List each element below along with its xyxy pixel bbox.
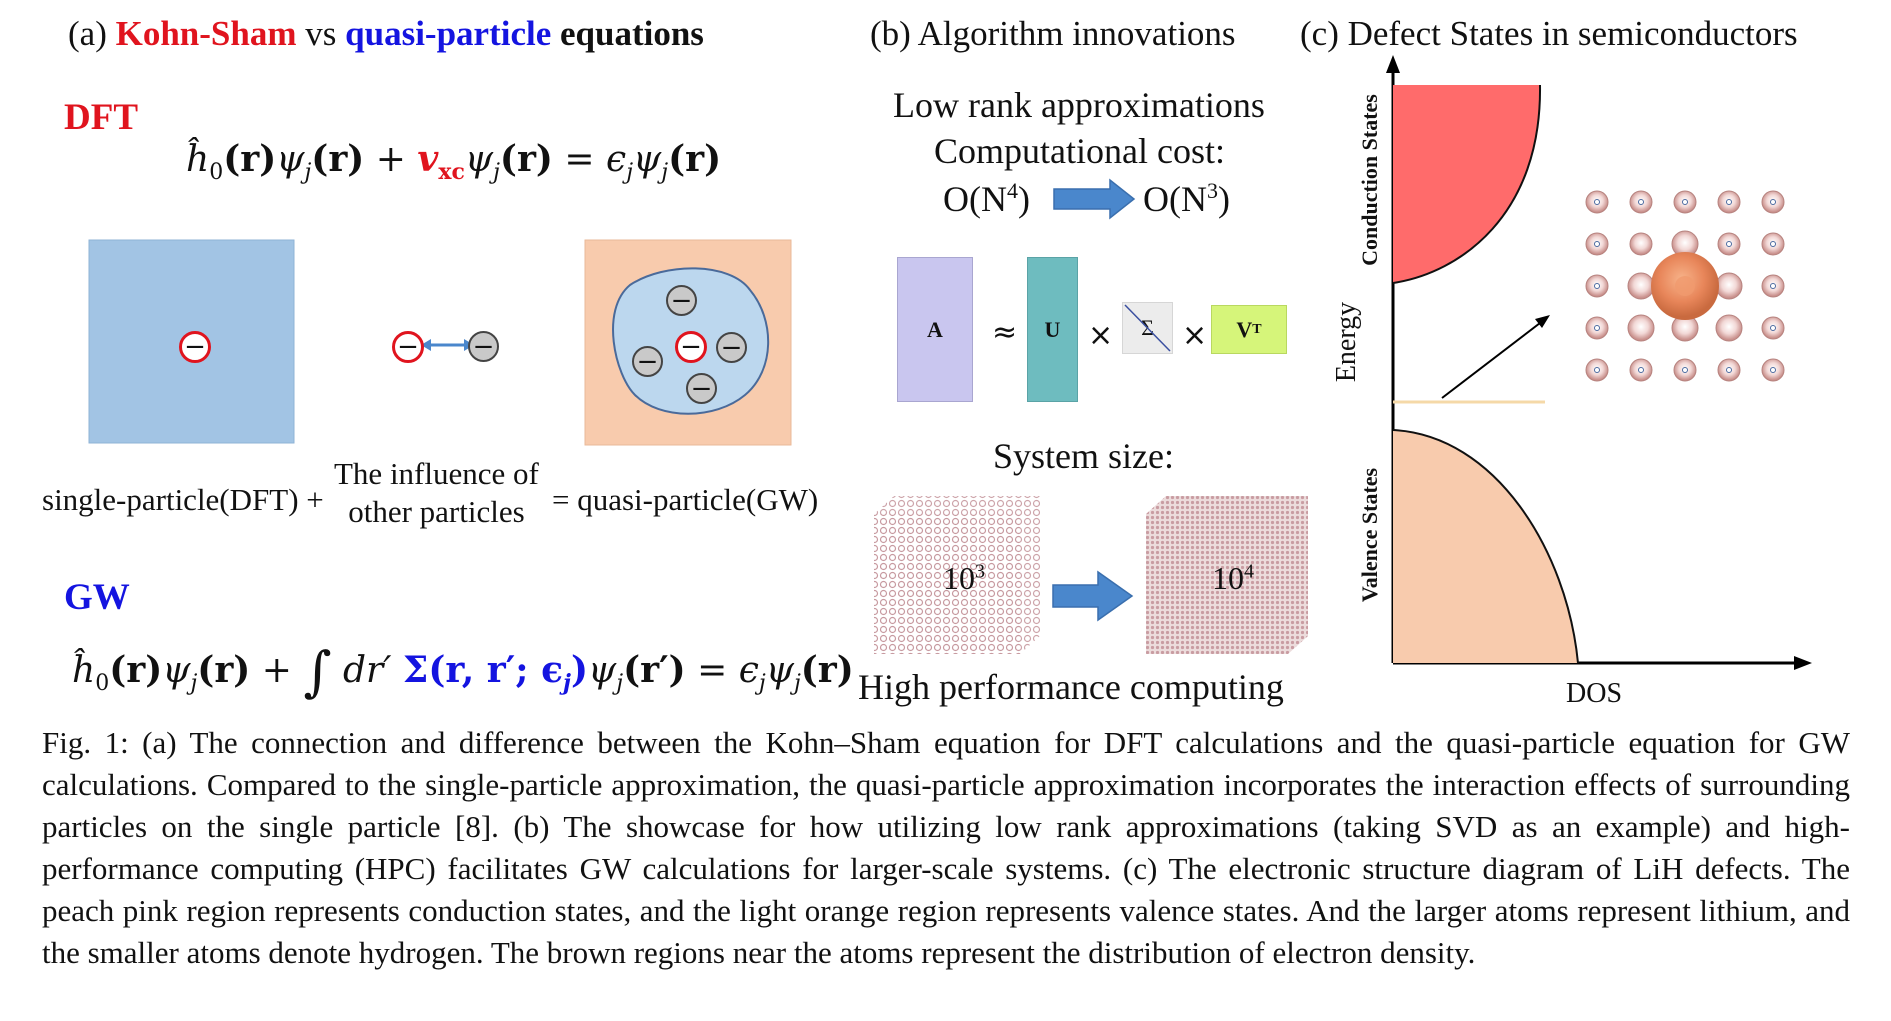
- figure-caption: Fig. 1: (a) The connection and differenc…: [42, 725, 1850, 970]
- panel-a-title: (a) Kohn-Sham vs quasi-particle equation…: [68, 14, 704, 53]
- cost-to: O(N3): [1143, 178, 1230, 219]
- gw-equation: ĥ0(r)ψj(r) + ∫ dr′ Σ(r, r′; ϵj)ψj(r′) = …: [72, 640, 854, 703]
- single-particle-text: single-particle(DFT) +: [42, 482, 324, 517]
- large-system-cube: [1146, 496, 1308, 654]
- cost-label: Computational cost:: [934, 131, 1225, 171]
- electron-icon: −: [392, 331, 424, 363]
- valence-states-label: Valence States: [1357, 467, 1382, 603]
- times-symbol: ×: [1182, 318, 1208, 353]
- matrix-sigma: Σ: [1122, 302, 1173, 354]
- dft-equation: ĥ0(r)ψj(r) + vxcψj(r) = ϵjψj(r): [186, 138, 722, 186]
- growth-arrow: [1052, 570, 1134, 622]
- matrix-a: A: [897, 257, 973, 402]
- small-system-cube: [874, 496, 1040, 654]
- dft-label: DFT: [64, 97, 138, 138]
- quasi-particle-text: = quasi-particle(GW): [552, 482, 819, 517]
- conduction-band: [1393, 85, 1541, 283]
- panel-c-title: (c) Defect States in semiconductors: [1300, 14, 1798, 53]
- quasi-particle-label: quasi-particle: [345, 14, 552, 53]
- kohn-sham-label: Kohn-Sham: [115, 14, 297, 53]
- particle-diagram: [88, 239, 792, 446]
- gw-label: GW: [64, 577, 130, 618]
- hpc-label: High performance computing: [858, 667, 1284, 707]
- conduction-states-label: Conduction States: [1357, 94, 1382, 266]
- influence-text: The influence of other particles: [334, 456, 539, 529]
- other-particle-icon: −: [686, 373, 717, 404]
- valence-band: [1393, 430, 1578, 663]
- other-particle-icon: −: [632, 346, 663, 377]
- system-size-label: System size:: [993, 436, 1174, 476]
- electron-icon: −: [675, 331, 707, 363]
- other-particle-icon: −: [716, 332, 747, 363]
- approx-symbol: ≈: [992, 315, 1018, 350]
- energy-axis-label: Energy: [1331, 301, 1362, 383]
- panel-b-title: (b) Algorithm innovations: [870, 14, 1236, 53]
- system-cubes: [874, 496, 1308, 654]
- low-rank-text: Low rank approximations: [893, 85, 1265, 125]
- electron-icon: −: [179, 331, 211, 363]
- times-symbol: ×: [1088, 318, 1114, 353]
- other-particle-icon: −: [468, 331, 499, 362]
- dos-axis-label: DOS: [1566, 678, 1623, 709]
- other-particle-icon: −: [666, 285, 697, 316]
- matrix-u: U: [1027, 257, 1078, 402]
- dos-diagram: [1386, 55, 1812, 670]
- pointer-arrow: [1441, 322, 1541, 399]
- lih-lattice: [1585, 190, 1785, 382]
- cost-from: O(N4): [943, 178, 1030, 219]
- cost-reduction-arrow: [1053, 178, 1136, 220]
- large-system-size: 104: [1212, 560, 1254, 596]
- small-system-size: 103: [943, 560, 985, 596]
